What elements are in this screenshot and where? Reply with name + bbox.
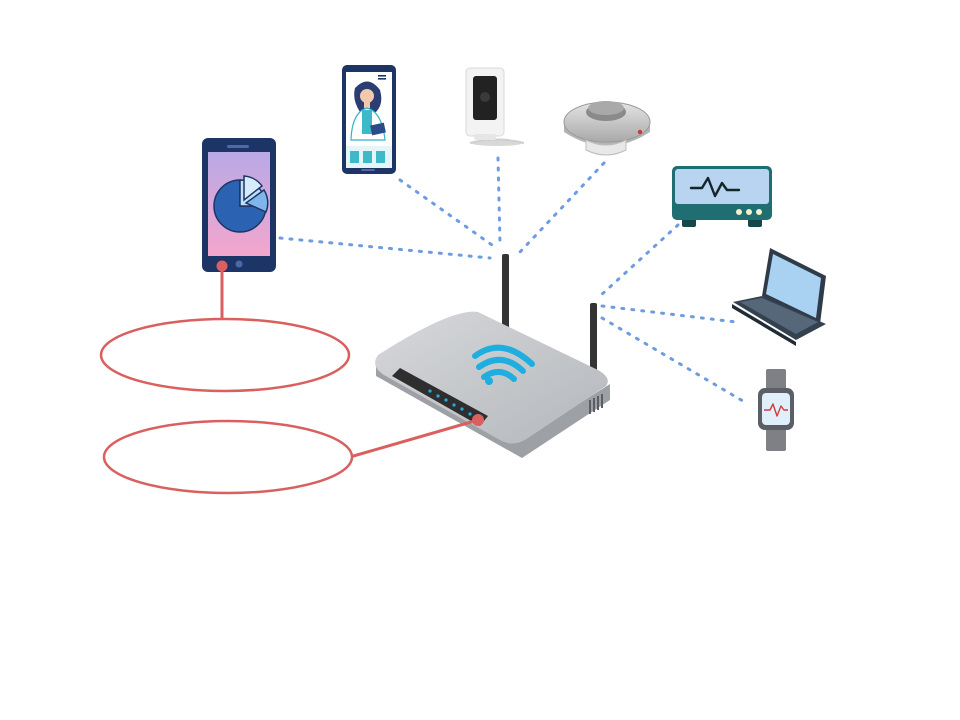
wifi-router-icon: [375, 254, 610, 458]
link-smoke-detector: [518, 161, 606, 254]
indoor-camera-icon: [465, 67, 525, 146]
heart-monitor-icon: [672, 166, 772, 227]
connection-lines: [278, 156, 750, 406]
smartphone-callout: [99, 260, 351, 393]
smartphone-pie-chart-icon: [202, 138, 276, 272]
laptop-icon: [732, 248, 826, 346]
smoke-detector-icon: [563, 101, 651, 156]
link-health-monitor: [598, 223, 680, 298]
link-smartwatch: [600, 316, 750, 406]
link-security-camera: [496, 156, 502, 245]
doctor-phone-app-icon: [342, 65, 396, 174]
link-telehealth-app: [398, 178, 494, 247]
router-callout: [102, 414, 484, 495]
link-smartphone: [278, 236, 492, 260]
link-laptop: [600, 304, 738, 324]
wifi-signal-icon: [472, 344, 535, 382]
smartwatch-icon: [758, 369, 794, 451]
